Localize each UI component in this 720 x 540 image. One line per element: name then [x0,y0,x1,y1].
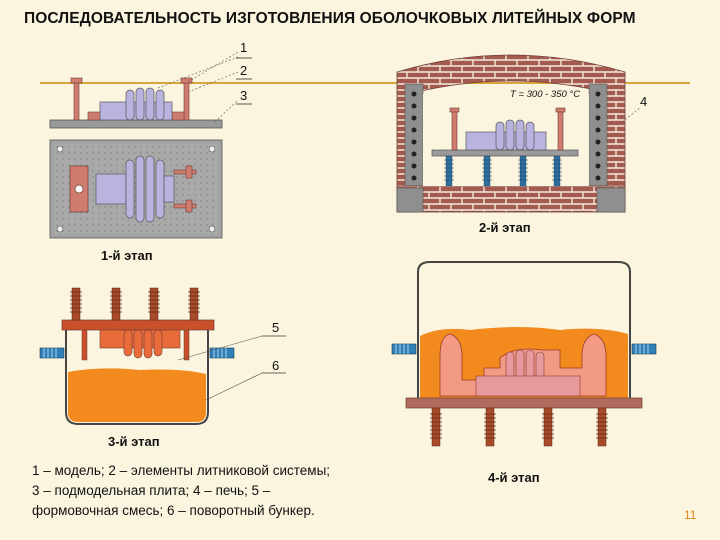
callout-6: 6 [272,358,280,373]
callout-4: 4 [640,94,648,109]
page-title: ПОСЛЕДОВАТЕЛЬНОСТЬ ИЗГОТОВЛЕНИЯ ОБОЛОЧКО… [24,10,636,27]
legend-line-2: 3 – подмодельная плита; 4 – печь; 5 – [32,483,271,498]
stage1-top-view [49,139,223,239]
stage4-bunker [391,261,657,447]
stage3-label: 3-й этап [108,434,160,449]
callout-3: 3 [240,88,248,103]
callout-2: 2 [240,63,248,78]
legend-line-3: формовочная смесь; 6 – поворотный бункер… [32,503,315,518]
page-number: 11 [684,508,697,522]
stage2-oven [396,54,641,213]
legend: 1 – модель; 2 – элементы литниковой сист… [32,461,412,521]
callout-1: 1 [240,40,248,55]
stage1-label: 1-й этап [101,248,153,263]
callout-5: 5 [272,320,280,335]
stage3-bunker [39,287,286,425]
stage2-label: 2-й этап [479,220,531,235]
oven-temperature: T = 300 - 350 °C [510,89,581,100]
legend-line-1: 1 – модель; 2 – элементы литниковой сист… [32,463,331,478]
stage1-side-view [49,51,252,129]
stage4-label: 4-й этап [488,470,540,485]
